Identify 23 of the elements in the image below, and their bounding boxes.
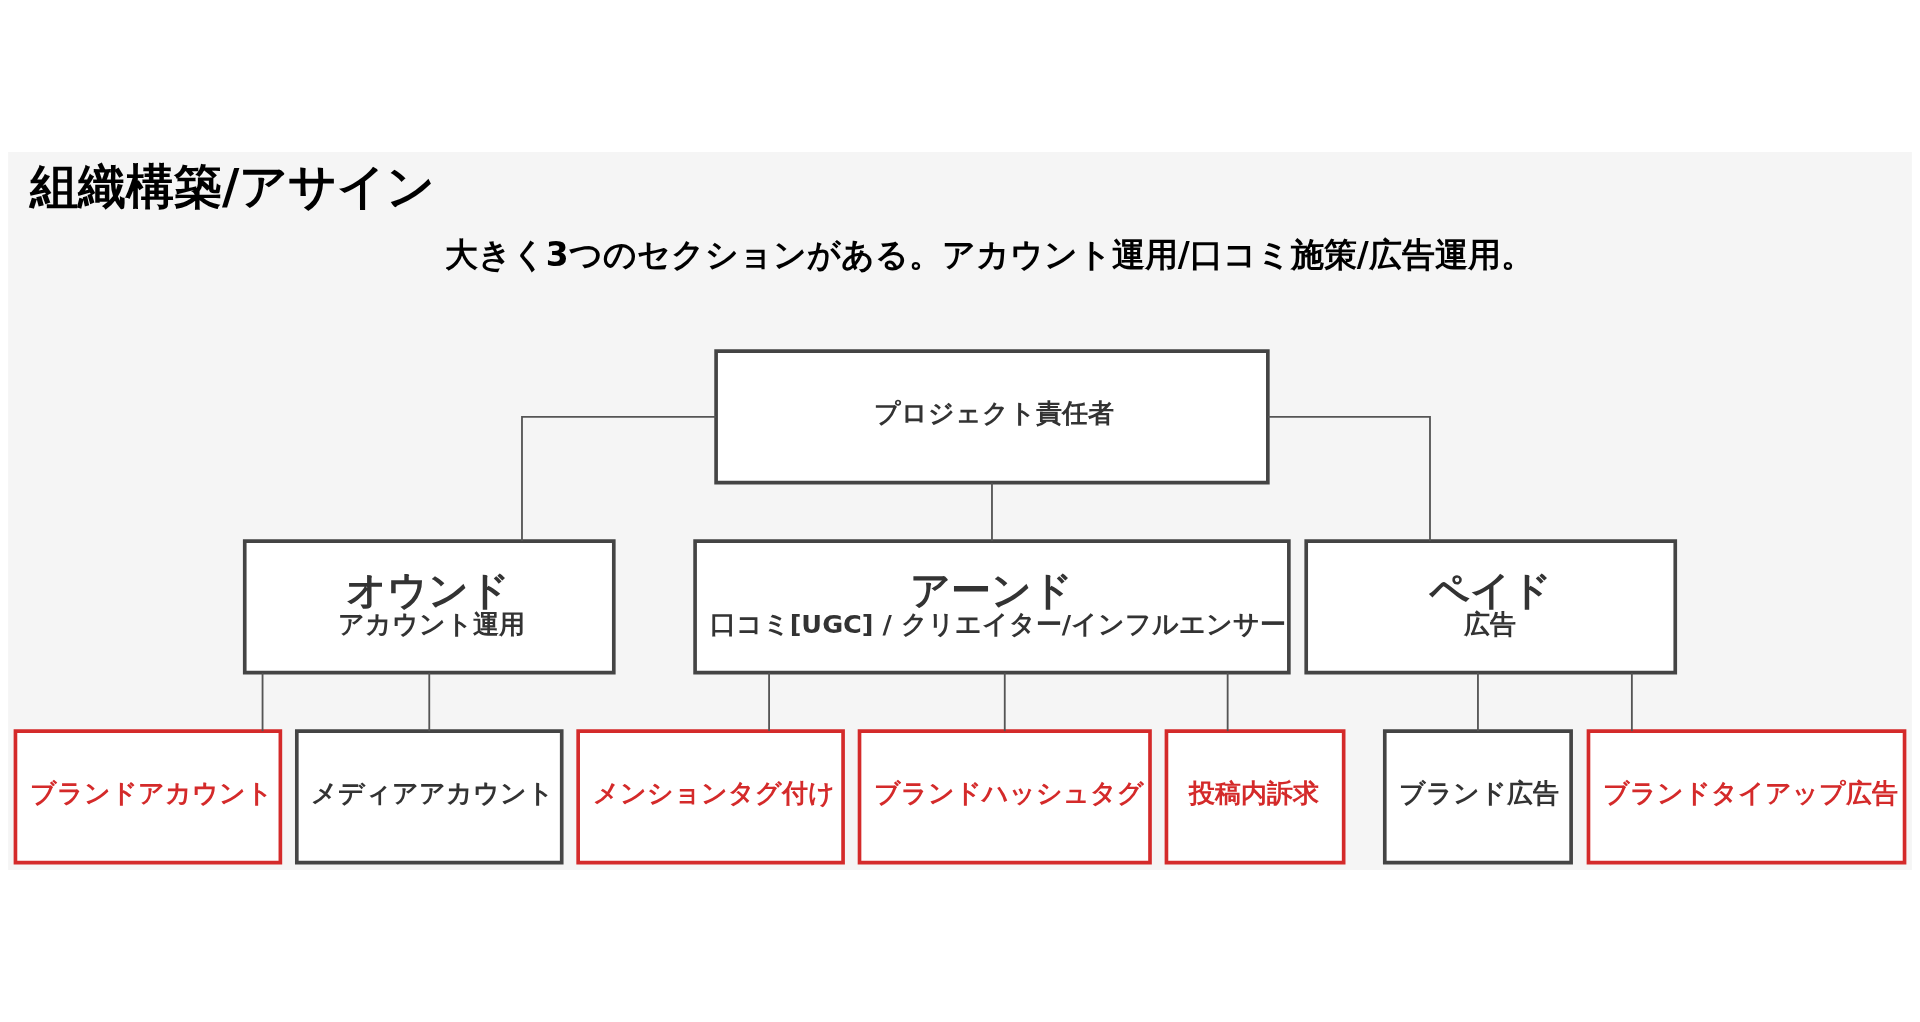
node-box: 投稿内訴求 [1164, 729, 1346, 865]
node-box: オウンド アカウント運用 [242, 539, 616, 675]
connector [261, 671, 264, 733]
connector [428, 671, 431, 733]
node-box: メンションタグ付け [576, 729, 845, 865]
diagram-title: 組織構築/アサイン [30, 158, 436, 214]
node-box: ペイド 広告 [1304, 539, 1678, 675]
node-box: ブランドアカウント [13, 729, 283, 865]
connector [1003, 671, 1006, 733]
node-box: アーンド 口コミ[UGC] / クリエイター/インフルエンサー [693, 539, 1291, 675]
node-box: ブランドタイアップ広告 [1586, 729, 1907, 865]
connector [1226, 671, 1229, 733]
node-box: メディアアカウント [295, 729, 564, 865]
node-box: ブランドハッシュタグ [857, 729, 1152, 865]
label: 大きく3つのセクションがある。アカウント運用/口コミ施策/広告運用。 [444, 235, 1534, 274]
connector [1477, 671, 1479, 733]
node-box: ブランド広告 [1382, 729, 1573, 865]
connector [991, 481, 993, 543]
connector [1267, 416, 1431, 542]
connector [521, 416, 717, 542]
connector [1630, 671, 1633, 733]
connector [768, 671, 770, 733]
node-box: プロジェクト責任者 [714, 349, 1270, 485]
